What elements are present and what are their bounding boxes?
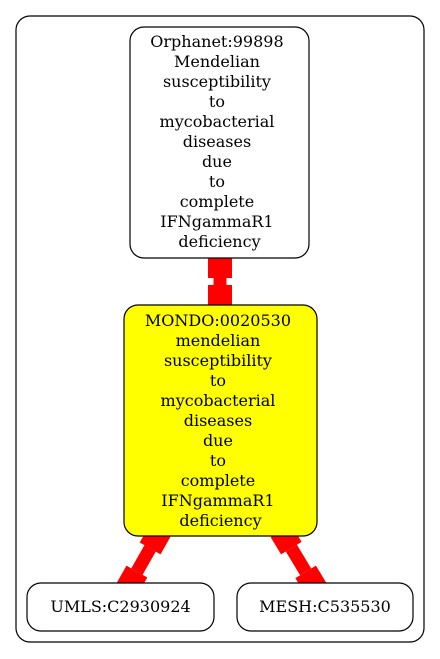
orphanet-line: to (209, 92, 225, 111)
mondo-line: to (210, 451, 226, 470)
mondo-line: IFNgammaR1 (161, 491, 274, 510)
mondo-line: diseases (184, 411, 252, 430)
node-mondo[interactable]: MONDO:0020530 mendelian susceptibility t… (123, 304, 318, 537)
orphanet-line: mycobacterial (160, 112, 275, 131)
mondo-line: MONDO:0020530 (145, 311, 291, 330)
mondo-line: susceptibility (164, 351, 272, 370)
edge-line-mondo-mesh (285, 544, 312, 576)
cluster-border (15, 15, 425, 643)
node-box-mesh (236, 582, 414, 632)
node-label-orphanet: Orphanet:99898 Mendelian susceptibility … (150, 32, 288, 251)
node-label-mondo: MONDO:0020530 mendelian susceptibility t… (145, 311, 296, 530)
orphanet-line: diseases (183, 132, 251, 151)
node-mesh[interactable]: MESH:C535530 (236, 582, 414, 632)
mondo-line: complete (181, 471, 256, 490)
node-label-umls: UMLS:C2930924 (50, 597, 190, 616)
edge-line-mondo-umls (131, 545, 156, 575)
umls-line: UMLS:C2930924 (50, 597, 190, 616)
orphanet-line: deficiency (178, 232, 260, 251)
node-box-orphanet (129, 26, 310, 259)
node-box-mondo (123, 304, 318, 537)
orphanet-line: due (202, 152, 232, 171)
mesh-line: MESH:C535530 (259, 597, 391, 616)
node-umls[interactable]: UMLS:C2930924 (26, 582, 215, 632)
node-box-umls (26, 582, 215, 632)
orphanet-line: to (209, 172, 225, 191)
orphanet-line: susceptibility (163, 72, 271, 91)
orphanet-line: complete (180, 192, 255, 211)
node-orphanet[interactable]: Orphanet:99898 Mendelian susceptibility … (129, 26, 310, 259)
orphanet-line: Mendelian (174, 52, 260, 71)
edge-head-mondo-orphanet (208, 258, 232, 278)
orphanet-line: Orphanet:99898 (150, 32, 283, 51)
mondo-line: deficiency (179, 511, 261, 530)
node-label-mesh: MESH:C535530 (259, 597, 391, 616)
mondo-line: mycobacterial (161, 391, 276, 410)
edge-head-mondo-orphanet (208, 285, 232, 305)
mondo-line: to (210, 371, 226, 390)
mondo-line: mendelian (176, 331, 261, 350)
mondo-line: due (203, 431, 233, 450)
orphanet-line: IFNgammaR1 (160, 212, 273, 231)
